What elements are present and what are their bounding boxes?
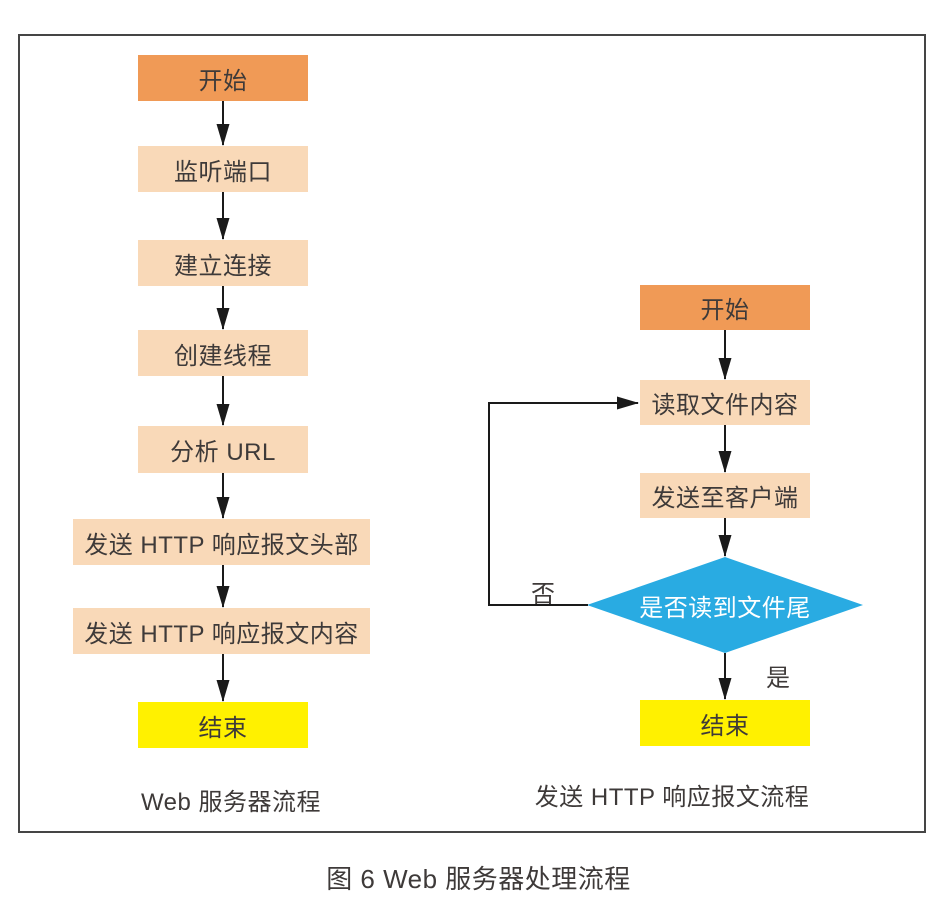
left-node-end: 结束 (138, 702, 308, 748)
right-node-send-client: 发送至客户端 (640, 473, 810, 518)
left-flow-label: Web 服务器流程 (140, 789, 322, 816)
edge-label-no: 否 (531, 581, 555, 608)
left-node-send-content: 发送 HTTP 响应报文内容 (73, 608, 370, 654)
right-node-end: 结束 (640, 700, 810, 746)
left-node-listen: 监听端口 (138, 146, 308, 192)
right-node-start: 开始 (640, 285, 810, 330)
left-node-send-header: 发送 HTTP 响应报文头部 (73, 519, 370, 565)
right-flow-label: 发送 HTTP 响应报文流程 (534, 784, 810, 811)
figure-caption: 图 6 Web 服务器处理流程 (326, 864, 631, 894)
left-node-connect: 建立连接 (138, 240, 308, 286)
left-node-parse-url: 分析 URL (138, 426, 308, 473)
left-node-thread: 创建线程 (138, 330, 308, 376)
left-node-start: 开始 (138, 55, 308, 101)
edge-label-yes: 是 (766, 665, 790, 692)
right-node-read-file: 读取文件内容 (640, 380, 810, 425)
diagram-frame (18, 34, 926, 833)
